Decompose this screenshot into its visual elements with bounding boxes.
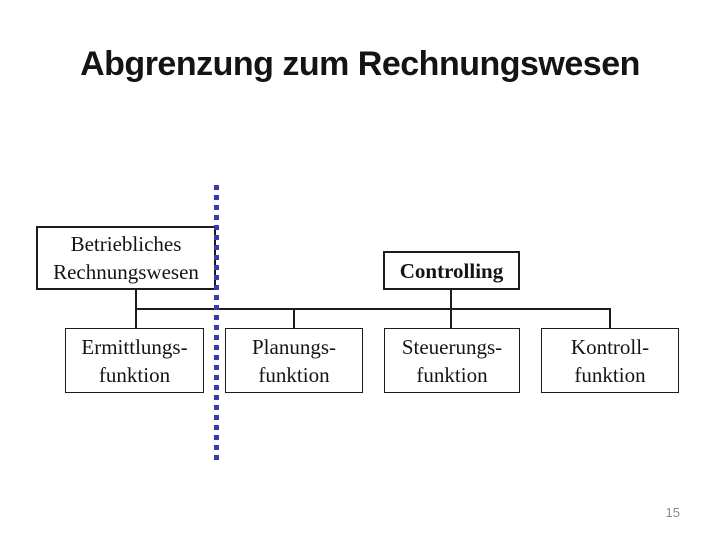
controlling-box-label: Controlling [399, 258, 504, 283]
connector-planung-vertical [293, 308, 295, 329]
function-box-steuerung: Steuerungs- funktion [384, 328, 520, 393]
function-box-planung-line1: Planungs- [252, 334, 336, 359]
function-box-planung: Planungs- funktion [225, 328, 363, 393]
accounting-box: Betriebliches Rechnungswesen [36, 226, 216, 290]
connector-kontroll-vertical [609, 308, 611, 329]
function-box-kontrolle-line2: funktion [574, 362, 646, 387]
accounting-box-line1: Betriebliches [70, 232, 182, 256]
function-box-kontrolle: Kontroll- funktion [541, 328, 679, 393]
function-box-ermittlung-line1: Ermittlungs- [81, 334, 188, 359]
function-box-steuerung-line1: Steuerungs- [401, 334, 503, 359]
function-box-planung-line2: funktion [258, 362, 330, 387]
connector-controlling-vertical [449, 289, 452, 329]
page-number: 15 [665, 505, 680, 520]
dotted-divider-line [214, 185, 219, 463]
connector-horizontal [135, 308, 611, 310]
function-box-kontrolle-line1: Kontroll- [570, 334, 650, 359]
slide-title: Abgrenzung zum Rechnungswesen [80, 45, 640, 83]
function-box-ermittlung: Ermittlungs- funktion [65, 328, 204, 393]
controlling-box: Controlling [383, 251, 520, 290]
accounting-box-line2: Rechnungswesen [53, 260, 199, 284]
function-box-ermittlung-line2: funktion [98, 362, 171, 387]
function-box-steuerung-line2: funktion [416, 362, 488, 387]
